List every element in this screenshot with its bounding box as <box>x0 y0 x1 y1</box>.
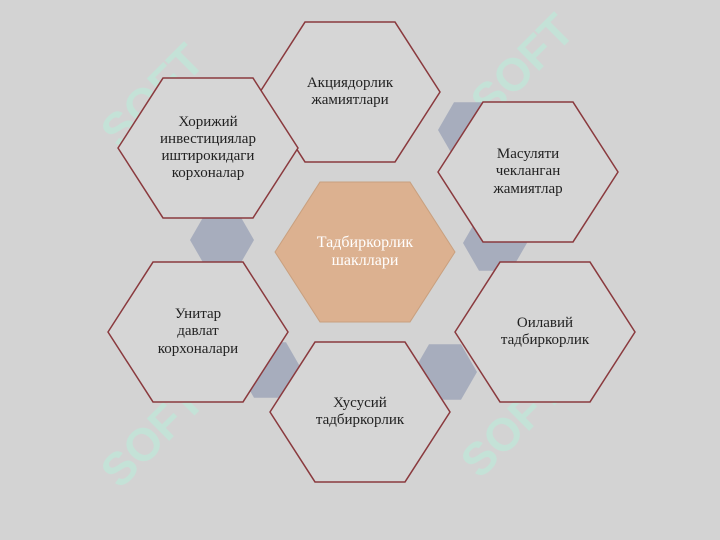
hexagon-top-right <box>437 101 619 243</box>
hexagon-top-left <box>117 77 299 219</box>
hexagon-bottom-left <box>107 261 289 403</box>
hexagon-layer <box>107 21 636 483</box>
hexagon-top <box>259 21 441 163</box>
center-hexagon <box>274 181 456 323</box>
hexagon-bottom-right <box>454 261 636 403</box>
hexagon-bottom <box>269 341 451 483</box>
connector-hexagon <box>190 212 254 268</box>
